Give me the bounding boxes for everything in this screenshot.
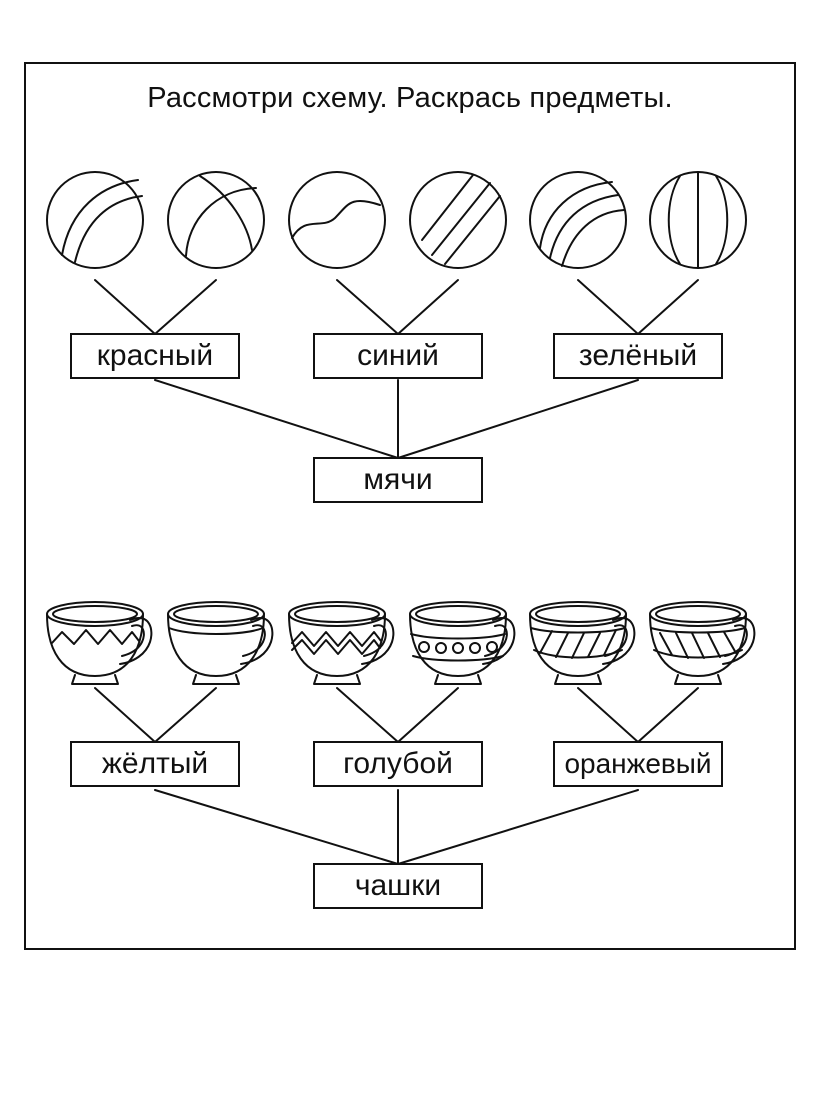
page-title: Рассмотри схему. Раскрась предметы. [147,82,673,114]
label-text: чашки [354,869,442,902]
worksheet-frame [24,62,796,950]
cup-1[interactable] [46,601,153,685]
cup-6[interactable] [649,601,756,685]
label-text: красный [96,339,214,372]
label-text: жёлтый [101,747,209,780]
color-label-blue: синий [313,333,483,379]
ball-1[interactable] [46,171,144,269]
label-text: зелёный [578,339,698,372]
cup-5[interactable] [529,601,636,685]
label-text: голубой [343,747,453,780]
color-label-red: красный [70,333,240,379]
group-label-balls: мячи [313,457,483,503]
color-label-yellow: жёлтый [70,741,240,787]
ball-4[interactable] [409,171,507,269]
ball-3[interactable] [288,171,386,269]
color-label-green: зелёный [553,333,723,379]
color-label-orange: оранжевый [553,741,723,787]
label-text: мячи [363,463,433,496]
label-text: синий [357,339,439,372]
ball-connectors [94,279,699,459]
ball-2[interactable] [167,171,265,269]
label-text: оранжевый [564,748,712,779]
cup-2[interactable] [167,601,274,685]
cup-3[interactable] [288,601,395,685]
ball-6[interactable] [649,171,747,269]
group-label-cups: чашки [313,863,483,909]
cup-connectors [94,687,699,865]
cup-4[interactable] [409,601,516,685]
color-label-lightblue: голубой [313,741,483,787]
ball-5[interactable] [529,171,627,269]
cups-layer [46,601,756,685]
